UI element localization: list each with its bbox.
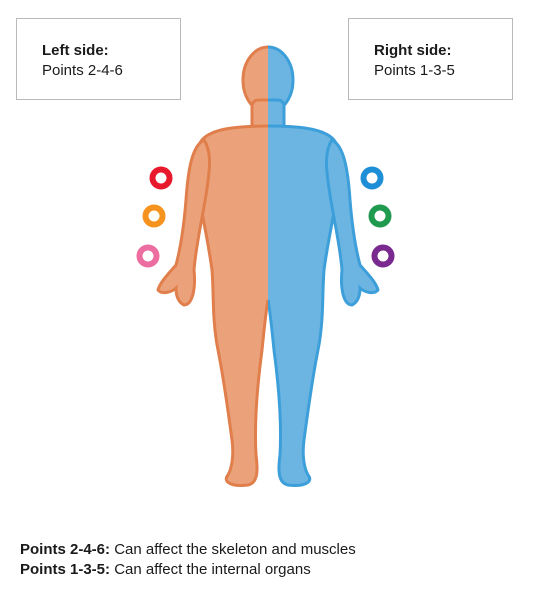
green-ring-icon [368,204,392,228]
right-rings [360,166,395,268]
right-side-box: Right side: Points 1-3-5 [348,18,513,100]
right-side-title: Right side: [374,42,452,59]
legend-text: Can affect the skeleton and muscles [114,541,356,558]
left-side-title: Left side: [42,42,109,59]
legend-row-skeleton: Points 2-4-6: Can affect the skeleton an… [20,540,356,560]
right-side-points: Points 1-3-5 [374,62,455,79]
purple-ring-icon [371,244,395,268]
legend: Points 2-4-6: Can affect the skeleton an… [20,540,356,580]
legend-text: Can affect the internal organs [114,561,311,578]
legend-key: Points 1-3-5: [20,561,111,578]
red-ring-icon [149,166,173,190]
legend-key: Points 2-4-6: [20,541,111,558]
left-side-points: Points 2-4-6 [42,62,123,79]
left-rings [136,166,173,268]
orange-ring-icon [142,204,166,228]
blue-ring-icon [360,166,384,190]
legend-row-organs: Points 1-3-5: Can affect the internal or… [20,560,356,580]
left-side-box: Left side: Points 2-4-6 [16,18,181,100]
pink-ring-icon [136,244,160,268]
